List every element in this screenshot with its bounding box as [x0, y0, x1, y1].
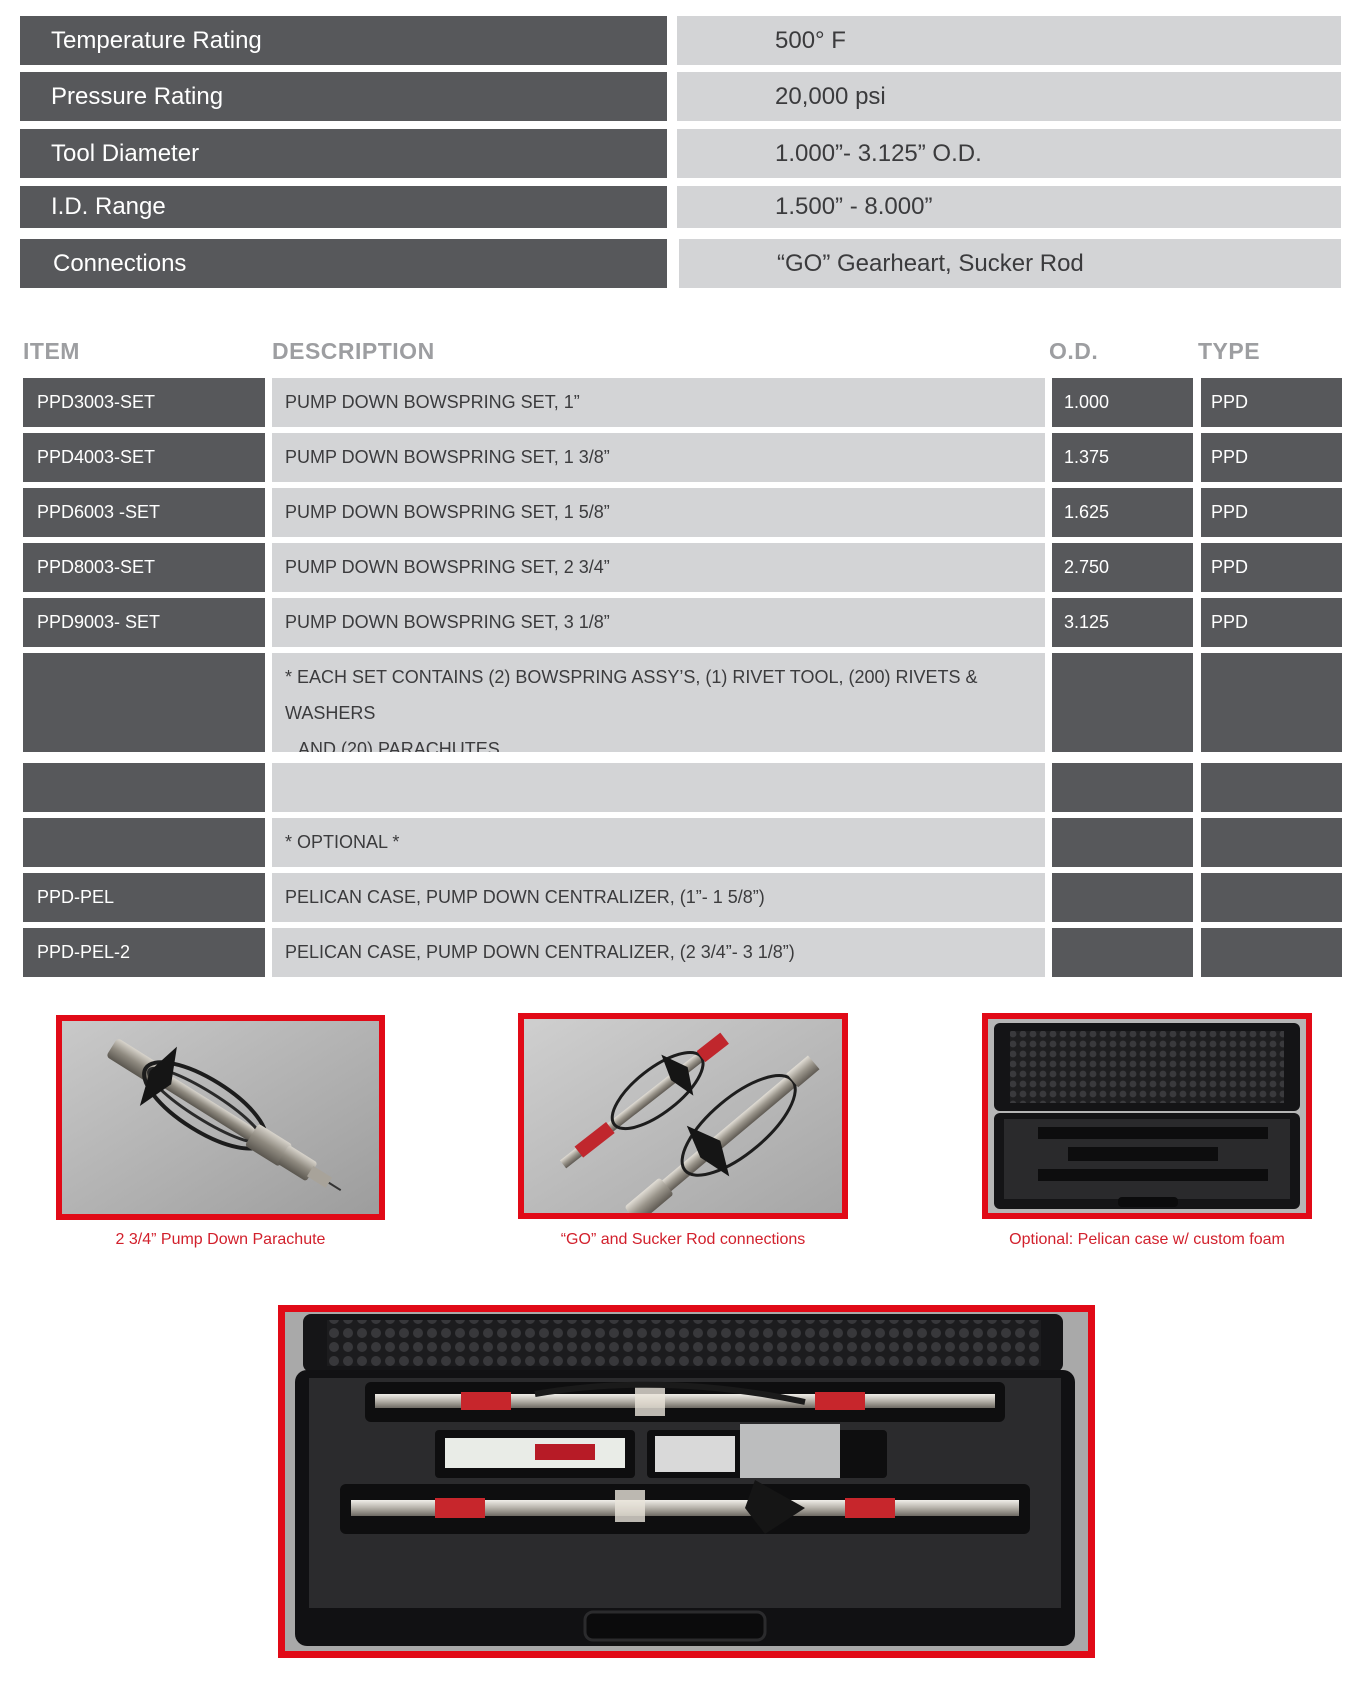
table-row-item: PPD-PEL-2 [23, 928, 265, 977]
table-row-item: PPD8003-SET [23, 543, 265, 592]
note-line-2: AND (20) PARACHUTES [298, 739, 500, 752]
table-row-od-empty [1052, 928, 1193, 977]
column-header-od: O.D. [1049, 338, 1099, 364]
spec-value: 1.500” - 8.000” [677, 186, 1341, 228]
table-row-od: 1.000 [1052, 378, 1193, 427]
table-row-type-empty [1201, 928, 1342, 977]
table-row-item: PPD6003 -SET [23, 488, 265, 537]
spec-row-pressure: Pressure Rating 20,000 psi [20, 72, 1341, 121]
table-row-description: PUMP DOWN BOWSPRING SET, 1 3/8” [272, 433, 1045, 482]
table-row-item-empty [23, 653, 265, 752]
table-row-description: PELICAN CASE, PUMP DOWN CENTRALIZER, (1”… [272, 873, 1045, 922]
table-row-description-empty [272, 763, 1045, 812]
table-row-item: PPD4003-SET [23, 433, 265, 482]
spec-label: I.D. Range [20, 186, 667, 228]
table-row-od-empty [1052, 818, 1193, 867]
table-row-note: * EACH SET CONTAINS (2) BOWSPRING ASSY’S… [272, 653, 1045, 752]
spec-row-id-range: I.D. Range 1.500” - 8.000” [20, 186, 1341, 228]
table-row-description: PUMP DOWN BOWSPRING SET, 1 5/8” [272, 488, 1045, 537]
table-row-item-empty [23, 818, 265, 867]
table-row-od-empty [1052, 873, 1193, 922]
photo-pelican-case-with-sets [278, 1305, 1095, 1658]
spec-row-tool-diameter: Tool Diameter 1.000”- 3.125” O.D. [20, 129, 1341, 178]
column-header-description: DESCRIPTION [272, 338, 435, 364]
table-row-od: 1.375 [1052, 433, 1193, 482]
table-row-type-empty [1201, 873, 1342, 922]
table-row-type-empty [1201, 763, 1342, 812]
table-row-type: PPD [1201, 598, 1342, 647]
table-row-description: PUMP DOWN BOWSPRING SET, 2 3/4” [272, 543, 1045, 592]
table-row-od-empty [1052, 653, 1193, 752]
spec-value: 1.000”- 3.125” O.D. [677, 129, 1341, 178]
spec-value: 20,000 psi [677, 72, 1341, 121]
caption-pelican-case: Optional: Pelican case w/ custom foam [1009, 1231, 1285, 1248]
table-row-item: PPD-PEL [23, 873, 265, 922]
caption-pump-down-parachute: 2 3/4” Pump Down Parachute [115, 1231, 326, 1248]
table-row-type: PPD [1201, 433, 1342, 482]
table-row-type: PPD [1201, 488, 1342, 537]
spec-label: Pressure Rating [20, 72, 667, 121]
spec-value: “GO” Gearheart, Sucker Rod [679, 239, 1341, 288]
spec-value: 500° F [677, 16, 1341, 65]
caption-go-sucker-rod: “GO” and Sucker Rod connections [560, 1231, 806, 1248]
spec-label: Tool Diameter [20, 129, 667, 178]
spec-row-temperature: Temperature Rating 500° F [20, 16, 1341, 65]
table-row-item: PPD9003- SET [23, 598, 265, 647]
spec-label: Temperature Rating [20, 16, 667, 65]
spec-label: Connections [20, 239, 667, 288]
table-row-od: 2.750 [1052, 543, 1193, 592]
table-row-od-empty [1052, 763, 1193, 812]
table-row-item-empty [23, 763, 265, 812]
table-row-description: PUMP DOWN BOWSPRING SET, 3 1/8” [272, 598, 1045, 647]
note-line-1: * EACH SET CONTAINS (2) BOWSPRING ASSY’S… [285, 667, 978, 723]
photo-go-sucker-rod [518, 1013, 848, 1219]
table-row-type: PPD [1201, 543, 1342, 592]
table-row-description: PUMP DOWN BOWSPRING SET, 1” [272, 378, 1045, 427]
photo-pump-down-parachute [56, 1015, 385, 1220]
table-row-item: PPD3003-SET [23, 378, 265, 427]
table-row-od: 3.125 [1052, 598, 1193, 647]
optional-label: * OPTIONAL * [272, 818, 1045, 867]
table-row-od: 1.625 [1052, 488, 1193, 537]
photo-pelican-case [982, 1013, 1312, 1219]
table-row-type: PPD [1201, 378, 1342, 427]
spec-row-connections: Connections “GO” Gearheart, Sucker Rod [20, 239, 1341, 288]
column-header-item: ITEM [23, 338, 80, 364]
table-row-type-empty [1201, 653, 1342, 752]
table-row-type-empty [1201, 818, 1342, 867]
table-row-description: PELICAN CASE, PUMP DOWN CENTRALIZER, (2 … [272, 928, 1045, 977]
column-header-type: TYPE [1198, 338, 1261, 364]
